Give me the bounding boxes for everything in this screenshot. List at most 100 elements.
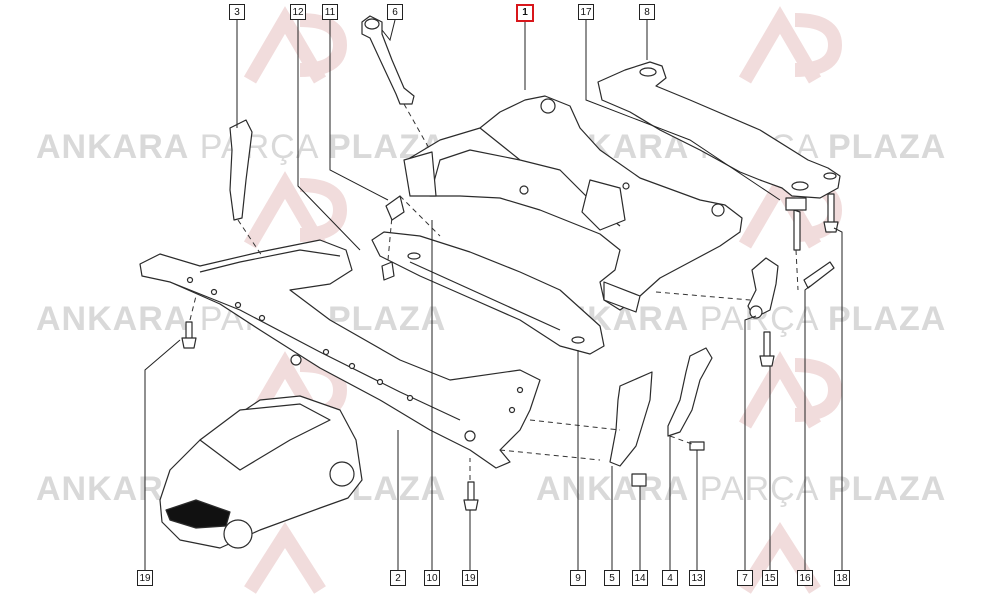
leader [833,227,843,570]
callout-16[interactable]: 16 [797,570,813,586]
callout-10[interactable]: 10 [424,570,440,586]
car-illustration [159,395,363,549]
leader [144,339,181,570]
leader [381,19,396,42]
callout-1-highlighted[interactable]: 1 [516,4,534,22]
dash [237,219,263,257]
subframe-mount [711,203,725,217]
logo-mark [738,6,822,84]
bolt-16 [803,261,835,289]
bolt-15-head [759,355,775,367]
leader [297,20,361,251]
callout-6[interactable]: 6 [387,4,403,20]
subframe-box [581,179,626,231]
nut-12 [381,261,395,281]
logo-mark [244,521,326,594]
subframe-bracket [603,281,641,313]
callout-13[interactable]: 13 [689,570,705,586]
link-arm-bush [364,18,380,30]
hole [258,314,266,322]
logo-mark [243,171,327,249]
callout-18[interactable]: 18 [834,570,850,586]
bracket-5 [609,371,653,467]
bolt-17 [793,209,801,251]
bolt-14 [631,473,647,487]
subframe-mount [540,98,556,114]
bolt-11 [385,195,405,221]
callout-11[interactable]: 11 [322,4,338,20]
leader-lines [144,19,843,570]
dash [387,215,393,261]
crossmember-mount [290,354,302,366]
callout-8[interactable]: 8 [639,4,655,20]
dash [499,449,601,461]
dash [189,295,197,321]
subframe-mount [519,185,529,195]
callout-19[interactable]: 19 [462,570,478,586]
subframe-mount [622,182,630,190]
leader [744,315,757,570]
plate-hole [407,252,421,260]
hole [376,378,384,386]
subframe-bracket [403,151,437,197]
hole [322,348,330,356]
bolt-19a [185,321,193,341]
callout-19[interactable]: 19 [137,570,153,586]
bolt-18-head [823,221,839,233]
callout-17[interactable]: 17 [578,4,594,20]
plate-hole [571,336,585,344]
leader [329,20,389,201]
leader [804,285,811,570]
underbody-plate [371,231,605,355]
link-arm [361,15,415,105]
dash [529,419,621,431]
hole [406,394,414,402]
callout-5[interactable]: 5 [604,570,620,586]
car-wheel [223,519,253,549]
crossmember-mount [464,430,476,442]
dash [399,195,441,237]
callout-14[interactable]: 14 [632,570,648,586]
dash [669,435,693,445]
callout-15[interactable]: 15 [762,570,778,586]
rear-mount-bush [749,305,763,319]
hole [186,276,194,284]
callout-7[interactable]: 7 [737,570,753,586]
logo-mark [738,351,822,429]
crossmember-holes [186,276,524,414]
rear-crossmember-hole [639,67,657,77]
logo-mark [299,178,348,242]
logo-mark [794,13,843,77]
bolt-18 [827,193,835,225]
rear-crossmember-hole [791,181,809,191]
leader [585,20,781,201]
logo-mark [794,358,843,422]
dash [403,103,431,151]
car-wheel [329,461,355,487]
callout-12[interactable]: 12 [290,4,306,20]
bolt-13 [689,441,705,451]
bolt-17-head [785,197,807,211]
crossmember-edge [199,249,341,273]
bolt-19b [467,481,475,503]
callout-4[interactable]: 4 [662,570,678,586]
hole [348,362,356,370]
hole [210,288,218,296]
bracket-4 [667,347,713,437]
rear-crossmember-hole [823,172,837,180]
callout-3[interactable]: 3 [229,4,245,20]
rear-crossmember [597,61,841,199]
bolt-19a-head [181,337,197,349]
subframe-edge [429,149,521,197]
bracket-3 [229,119,253,221]
callout-9[interactable]: 9 [570,570,586,586]
bolt-19b-head [463,499,479,511]
dash [795,249,799,291]
callout-2[interactable]: 2 [390,570,406,586]
crossmember-edge [169,281,461,421]
hole [234,301,242,309]
logo-mark [299,13,348,77]
rear-mount-7 [747,257,779,319]
